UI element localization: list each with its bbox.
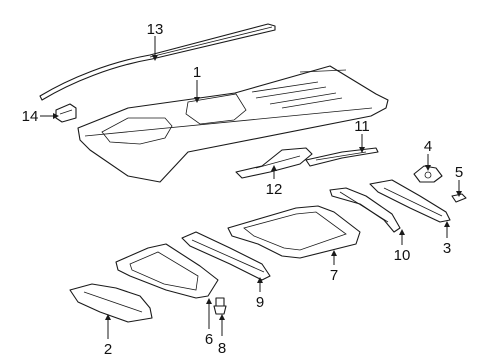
part-14-clip[interactable] [55,103,77,123]
part-2-front-header[interactable] [69,283,153,323]
leader-lines [40,36,462,339]
part-6-sunroof-housing[interactable] [115,243,219,299]
callout-1: 1 [193,64,201,81]
callout-8: 8 [218,340,226,357]
callout-11: 11 [354,118,370,135]
callout-12: 12 [266,181,283,198]
part-7-sunroof-frame[interactable] [227,205,361,259]
callout-14: 14 [22,108,39,125]
part-11-front-trim[interactable] [305,147,379,167]
part-10-rear-bow[interactable] [329,187,401,233]
callout-10: 10 [394,247,411,264]
callout-6: 6 [205,331,213,348]
part-4-bracket[interactable] [413,165,443,183]
callout-9: 9 [256,294,264,311]
callout-2: 2 [104,341,112,358]
callout-3: 3 [443,240,451,257]
part-13-roof-molding[interactable] [39,23,276,101]
part-1-roof-panel[interactable] [77,65,389,183]
part-12-front-reinforcement[interactable] [235,147,313,179]
callout-7: 7 [330,267,338,284]
part-3-rear-rail[interactable] [369,179,451,223]
callout-5: 5 [455,164,463,181]
part-8-bolt[interactable] [213,297,227,315]
callout-4: 4 [424,138,432,155]
callout-13: 13 [147,21,164,38]
part-9-center-bow[interactable] [181,231,271,281]
